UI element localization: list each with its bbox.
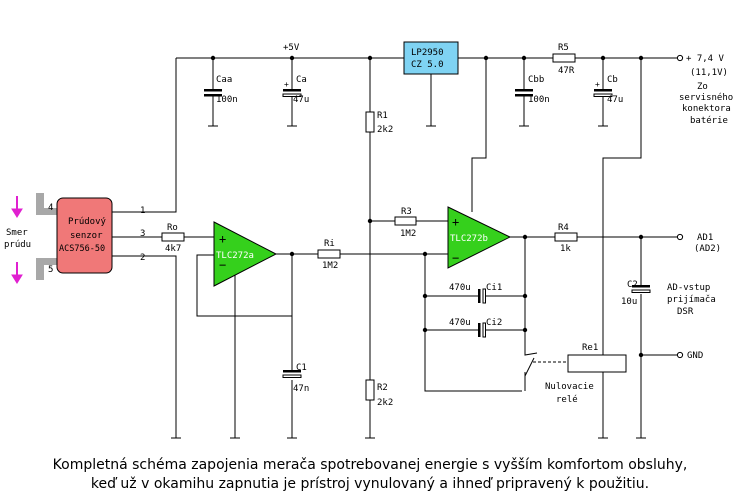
- vbat-alt-label: (11,1V): [690, 68, 728, 78]
- svg-text:+: +: [452, 215, 459, 229]
- terminal-gnd: [676, 351, 684, 359]
- sensor-pin-1: 1: [140, 206, 145, 216]
- capacitor-c1: [282, 370, 302, 378]
- opamp-a: + − TLC272a: [213, 221, 278, 287]
- resistor-r3: [394, 216, 417, 226]
- cbb-name: Cbb: [528, 75, 544, 85]
- resistor-r4: [554, 232, 578, 242]
- resistor-ri: [317, 249, 341, 259]
- gnd-label: GND: [687, 351, 703, 361]
- cb-value: 47u: [607, 95, 623, 105]
- r5-value: 47R: [558, 66, 575, 76]
- wires: [112, 57, 677, 439]
- r4-name: R4: [558, 223, 569, 233]
- direction-arrow-icon: [11, 196, 23, 284]
- cb-name: Cb: [607, 75, 618, 85]
- sensor-pin-2: 2: [140, 253, 145, 263]
- cbb-value: 100n: [528, 95, 550, 105]
- resistor-r1: [365, 111, 375, 133]
- terminal-ad1: [676, 233, 684, 241]
- r2-value: 2k2: [377, 398, 393, 408]
- source-line4: batérie: [690, 115, 728, 126]
- junctions: [210, 55, 644, 358]
- vbat-label: + 7,4 V: [686, 54, 725, 64]
- resistor-ro: [161, 232, 185, 242]
- r1-value: 2k2: [377, 125, 393, 135]
- ad1-label: AD1: [697, 233, 713, 243]
- ci2-value: 470u: [449, 318, 471, 328]
- direction-line1: Smer: [6, 228, 28, 238]
- opamp-b: + − TLC272b: [447, 206, 512, 269]
- capacitor-caa: [204, 89, 222, 97]
- terminal-vbat: [676, 54, 684, 62]
- relay-label-line2: relé: [556, 394, 578, 405]
- ad-desc-line1: AD-vstup: [667, 283, 710, 293]
- sensor-line3: ACS756-50: [59, 244, 105, 254]
- source-line3: konektora: [682, 104, 731, 114]
- source-line2: servisného: [679, 92, 733, 103]
- c1-value: 47n: [293, 384, 309, 394]
- relay-label-line1: Nulovacie: [545, 382, 594, 392]
- caption-line1: Kompletná schéma zapojenia merača spotre…: [52, 457, 688, 473]
- plus5v-label: +5V: [283, 43, 300, 53]
- source-line1: Zo: [697, 82, 708, 92]
- r3-value: 1M2: [400, 229, 416, 239]
- caa-value: 100n: [216, 95, 238, 105]
- c2-value: 10u: [621, 297, 637, 307]
- svg-text:+: +: [595, 80, 600, 89]
- capacitor-ci2: [478, 322, 486, 338]
- ri-name: Ri: [324, 239, 335, 249]
- sensor-line1: Prúdový: [68, 217, 107, 227]
- opamp-b-label: TLC272b: [450, 234, 488, 244]
- r2-name: R2: [377, 383, 388, 393]
- r3-name: R3: [401, 207, 412, 217]
- c1-name: C1: [296, 363, 307, 373]
- svg-text:+: +: [219, 232, 226, 246]
- ri-value: 1M2: [322, 261, 338, 271]
- svg-text:+: +: [284, 80, 289, 89]
- capacitor-cb: +: [593, 80, 613, 97]
- resistor-r5: [552, 53, 576, 63]
- svg-text:−: −: [219, 258, 226, 272]
- ci1-name: Ci1: [486, 283, 502, 293]
- regulator-line2: CZ 5.0: [411, 60, 444, 70]
- current-sensor: Prúdový senzor ACS756-50 4 5 1 3 2: [36, 193, 145, 280]
- ca-name: Ca: [296, 75, 307, 85]
- sensor-pin-4: 4: [48, 203, 53, 213]
- sensor-pin-3: 3: [140, 229, 145, 239]
- caption-line2: keď už v okamihu zapnutia je prístroj vy…: [90, 476, 650, 492]
- r5-name: R5: [558, 43, 569, 53]
- capacitor-ci1: [478, 288, 486, 304]
- ad-desc-line2: prijímača: [667, 294, 716, 305]
- resistor-r2: [365, 379, 375, 401]
- ad-desc-line3: DSR: [677, 307, 694, 317]
- caa-name: Caa: [216, 75, 232, 85]
- direction-line2: prúdu: [4, 240, 31, 250]
- svg-text:−: −: [452, 251, 459, 265]
- ro-name: Ro: [167, 223, 178, 233]
- relay-re1: [567, 354, 627, 373]
- ci2-name: Ci2: [486, 318, 502, 328]
- c2-name: C2: [627, 280, 638, 290]
- capacitor-c2: [631, 285, 651, 293]
- regulator-line1: LP2950: [411, 48, 444, 58]
- sensor-line2: senzor: [70, 231, 103, 241]
- opamp-a-label: TLC272a: [216, 251, 254, 261]
- caption: Kompletná schéma zapojenia merača spotre…: [0, 456, 740, 494]
- ci1-value: 470u: [449, 283, 471, 293]
- r4-value: 1k: [560, 244, 571, 254]
- re1-name: Re1: [582, 343, 598, 353]
- ca-value: 47u: [293, 95, 309, 105]
- regulator-lp2950: LP2950 CZ 5.0: [403, 41, 459, 75]
- terminals: [676, 54, 684, 359]
- capacitor-cbb: [515, 89, 533, 97]
- ro-value: 4k7: [165, 244, 181, 254]
- r1-name: R1: [377, 111, 388, 121]
- ad2-label: (AD2): [694, 244, 721, 254]
- capacitor-ca: +: [282, 80, 302, 97]
- sensor-pin-5: 5: [48, 265, 53, 275]
